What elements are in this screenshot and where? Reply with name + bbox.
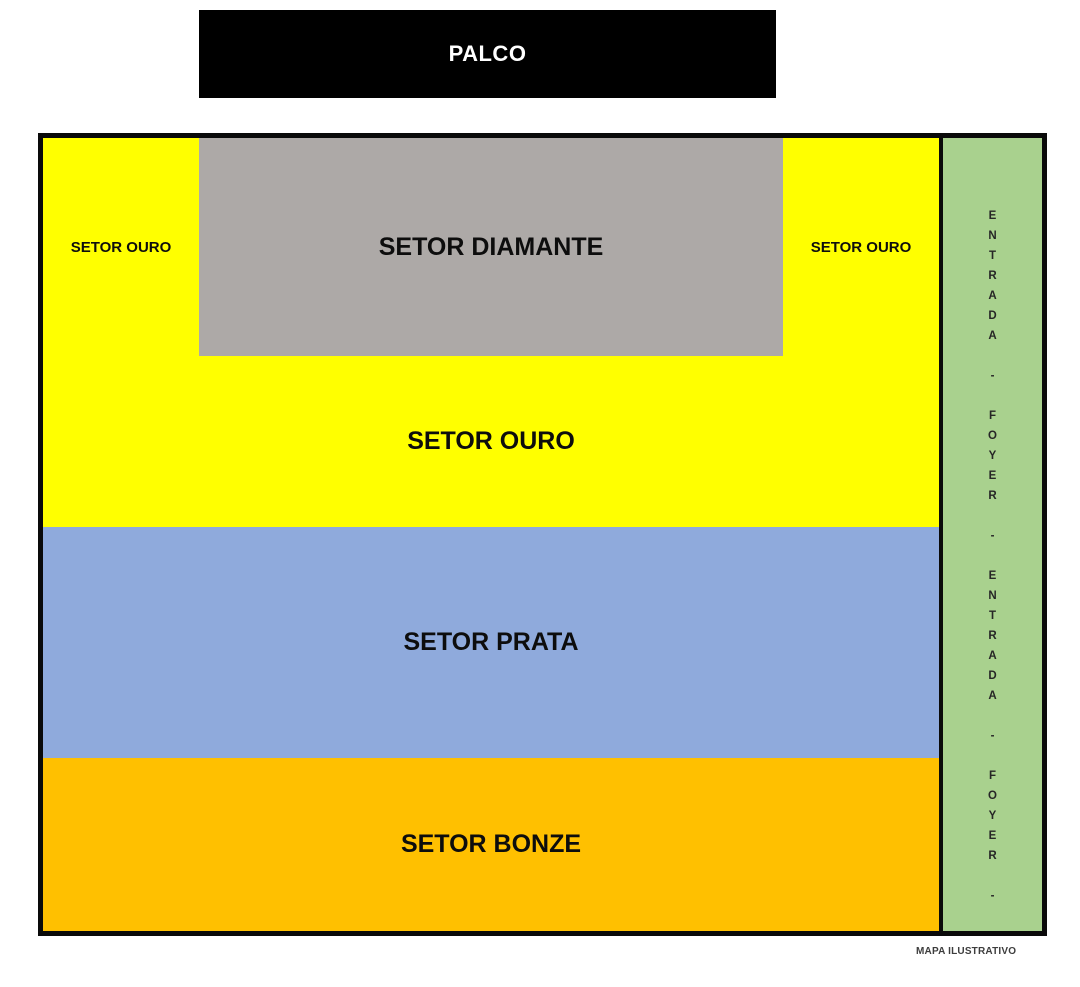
sector-bonze-region: SETOR BONZE	[43, 758, 939, 931]
sector-diamante-label: SETOR DIAMANTE	[378, 232, 604, 261]
seating-sectors-area: SETOR OURO SETOR DIAMANTE SETOR OURO SET…	[43, 138, 939, 931]
sector-diamante-block: SETOR DIAMANTE	[199, 138, 783, 356]
sector-ouro-main-label: SETOR OURO	[407, 427, 575, 455]
sector-ouro-right-label: SETOR OURO	[810, 238, 912, 256]
sector-bonze-label: SETOR BONZE	[400, 830, 582, 858]
sector-ouro-main-label-row: SETOR OURO	[43, 356, 939, 527]
map-illustrative-note: MAPA ILUSTRATIVO	[916, 946, 1017, 957]
sector-ouro-region: SETOR OURO SETOR DIAMANTE SETOR OURO SET…	[43, 138, 939, 527]
stage-block: PALCO	[199, 10, 776, 98]
sector-prata-label: SETOR PRATA	[403, 628, 579, 656]
floor-plan-box: SETOR OURO SETOR DIAMANTE SETOR OURO SET…	[38, 133, 1047, 936]
sector-ouro-left-label: SETOR OURO	[70, 238, 172, 256]
sector-prata-region: SETOR PRATA	[43, 527, 939, 758]
